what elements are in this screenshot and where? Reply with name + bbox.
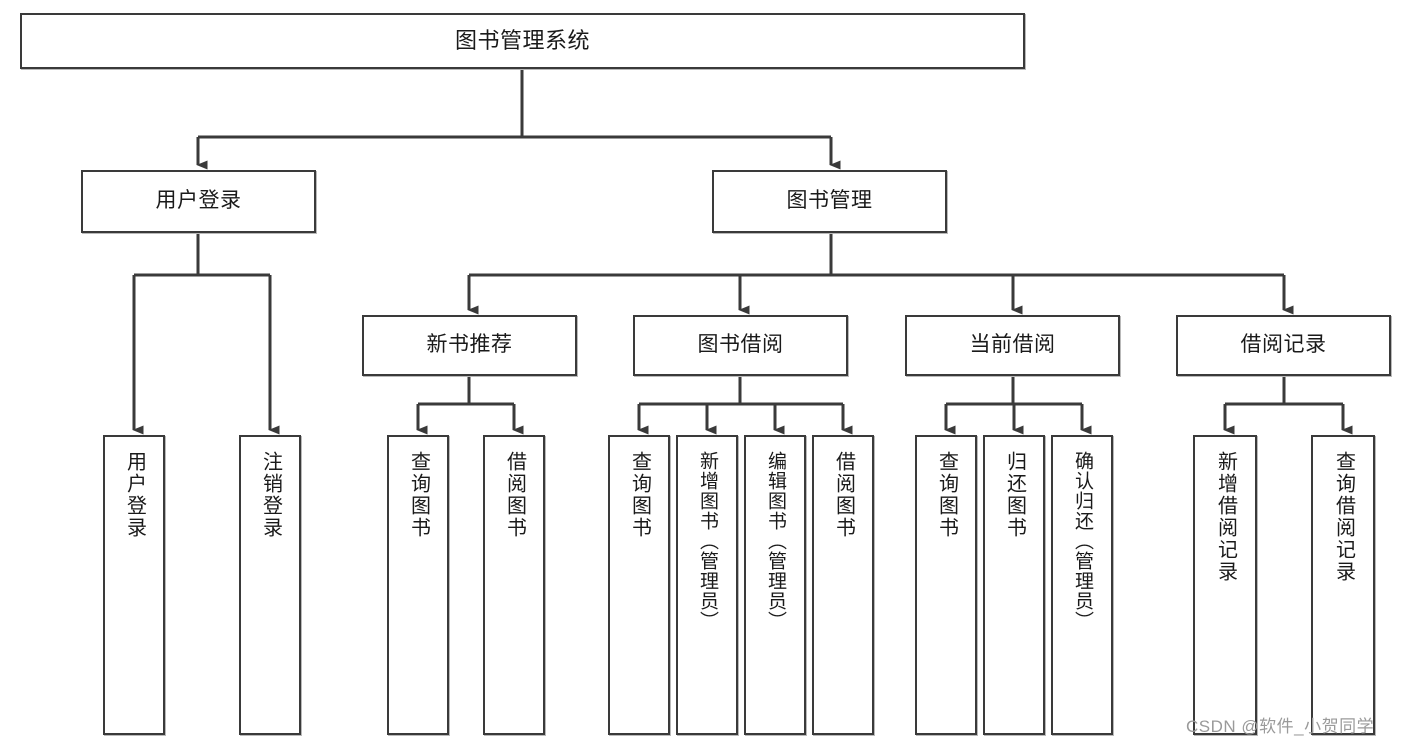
node-leaf-confirm-return[interactable]: 确认归还（管理员） [1051,435,1113,735]
node-leaf-borrow-book-1-label: 借阅图书 [503,451,526,539]
node-root[interactable]: 图书管理系统 [20,13,1025,69]
node-borrow-record[interactable]: 借阅记录 [1176,315,1391,376]
node-root-label: 图书管理系统 [454,28,590,54]
csdn-watermark: CSDN @软件_小贺同学 [1186,717,1375,736]
node-book-management[interactable]: 图书管理 [712,170,947,233]
node-leaf-query-book-3-label: 查询图书 [935,451,958,539]
node-leaf-edit-book[interactable]: 编辑图书（管理员） [744,435,806,735]
node-book-borrow-label: 图书借阅 [697,333,784,357]
node-current-borrow-label: 当前借阅 [969,333,1056,357]
node-leaf-query-book-2-label: 查询图书 [628,451,651,539]
node-leaf-edit-book-label: 编辑图书（管理员） [764,451,786,631]
node-current-borrow[interactable]: 当前借阅 [905,315,1120,376]
node-leaf-user-login-label: 用户登录 [123,451,146,539]
node-user-login[interactable]: 用户登录 [81,170,316,233]
node-new-book-recommend-label: 新书推荐 [426,333,513,357]
node-leaf-query-record[interactable]: 查询借阅记录 [1311,435,1375,735]
node-leaf-confirm-return-label: 确认归还（管理员） [1071,451,1093,631]
node-leaf-borrow-book-2[interactable]: 借阅图书 [812,435,874,735]
node-book-borrow[interactable]: 图书借阅 [633,315,848,376]
node-leaf-query-book-1-label: 查询图书 [407,451,430,539]
node-leaf-return-book[interactable]: 归还图书 [983,435,1045,735]
node-book-management-label: 图书管理 [786,189,873,213]
node-leaf-query-book-1[interactable]: 查询图书 [387,435,449,735]
node-leaf-borrow-book-1[interactable]: 借阅图书 [483,435,545,735]
node-leaf-query-book-3[interactable]: 查询图书 [915,435,977,735]
node-leaf-query-record-label: 查询借阅记录 [1332,451,1355,583]
node-leaf-add-book[interactable]: 新增图书（管理员） [676,435,738,735]
node-leaf-return-book-label: 归还图书 [1003,451,1026,539]
node-leaf-logout-label: 注销登录 [259,451,282,539]
node-user-login-label: 用户登录 [155,189,242,213]
node-borrow-record-label: 借阅记录 [1240,333,1327,357]
node-leaf-add-record-label: 新增借阅记录 [1214,451,1237,583]
node-leaf-logout[interactable]: 注销登录 [239,435,301,735]
node-leaf-add-book-label: 新增图书（管理员） [696,451,718,631]
node-leaf-user-login[interactable]: 用户登录 [103,435,165,735]
node-leaf-borrow-book-2-label: 借阅图书 [832,451,855,539]
node-leaf-query-book-2[interactable]: 查询图书 [608,435,670,735]
node-new-book-recommend[interactable]: 新书推荐 [362,315,577,376]
node-leaf-add-record[interactable]: 新增借阅记录 [1193,435,1257,735]
